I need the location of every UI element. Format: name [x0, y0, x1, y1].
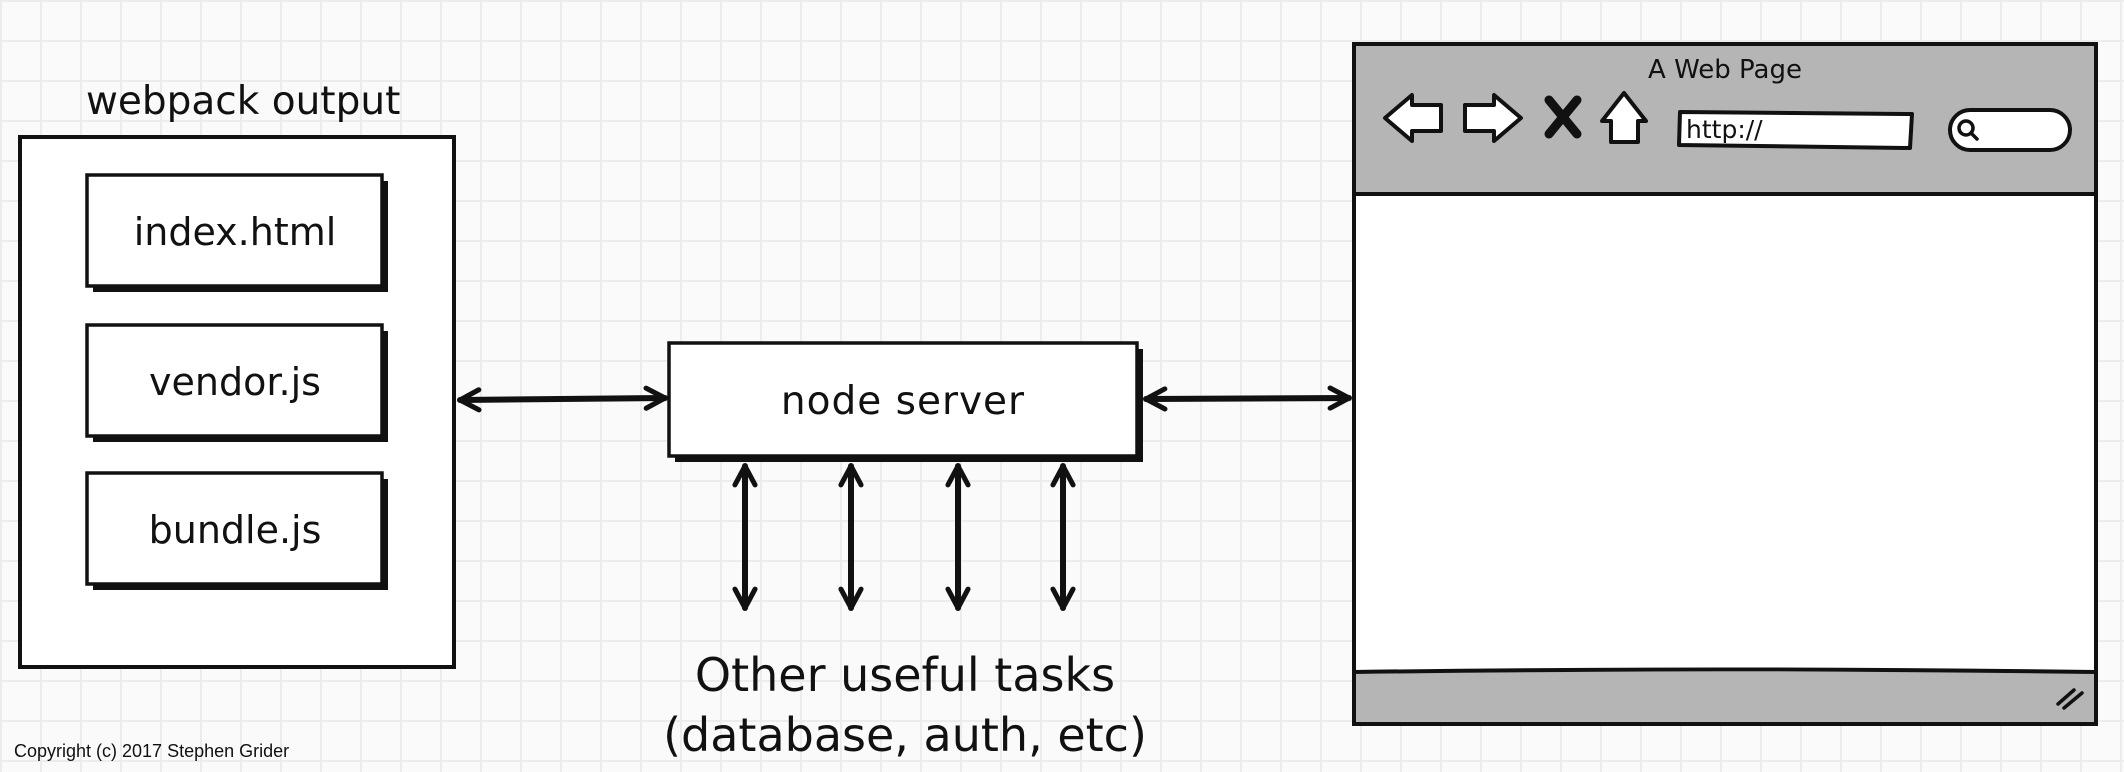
forward-arrow-icon — [1463, 93, 1523, 143]
node-server-box — [667, 341, 1143, 462]
resize-grip-icon — [2056, 688, 2084, 710]
file-box-index-html — [85, 173, 388, 292]
other-tasks-label: Other useful tasks (database, auth, etc) — [640, 645, 1170, 765]
address-bar — [1677, 110, 1914, 150]
arrow-server-to-browser — [1143, 385, 1352, 412]
close-icon — [1544, 95, 1582, 139]
file-box-bundle-js — [85, 471, 388, 590]
copyright-notice: Copyright (c) 2017 Stephen Grider — [14, 741, 290, 761]
file-label-bundle-js: bundle.js — [148, 508, 322, 552]
browser-window — [1352, 42, 2098, 726]
back-arrow-icon — [1383, 93, 1443, 143]
search-box — [1948, 108, 2072, 152]
arrow-webpack-to-server — [457, 385, 668, 413]
other-tasks-line-2: (database, auth, etc) — [663, 708, 1147, 762]
search-icon — [1957, 119, 1979, 141]
browser-status-bar — [1356, 672, 2094, 722]
node-server-label: node server — [780, 379, 1026, 424]
home-icon — [1600, 91, 1648, 144]
browser-title: A Web Page — [1648, 55, 1802, 85]
webpack-output-title: webpack output — [86, 79, 401, 124]
other-tasks-line-1: Other useful tasks — [694, 648, 1116, 702]
file-box-vendor-js — [85, 323, 388, 442]
file-label-index-html: index.html — [133, 210, 337, 254]
file-label-vendor-js: vendor.js — [149, 360, 321, 404]
address-bar-url: http:// — [1686, 115, 1763, 144]
